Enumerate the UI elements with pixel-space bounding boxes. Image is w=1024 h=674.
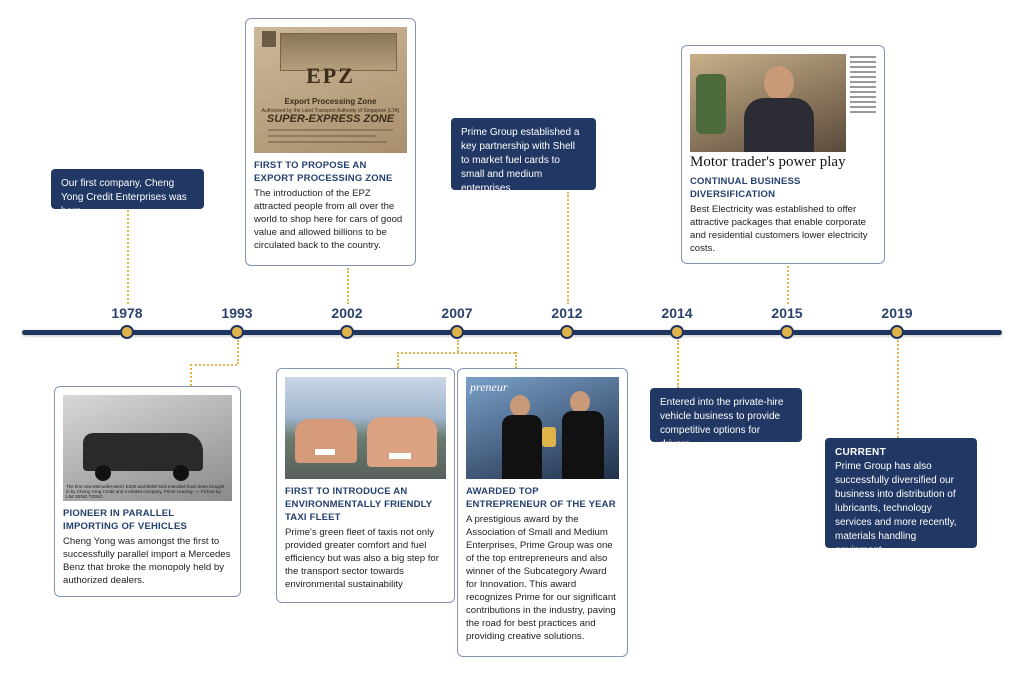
- wheel-shape: [173, 465, 189, 481]
- event-2007-award-card: preneur AWARDED TOP ENTREPRENEUR OF THE …: [457, 368, 628, 657]
- timeline-dot-2015[interactable]: [780, 325, 794, 339]
- connector-2014: [677, 340, 679, 388]
- suit-shape: [744, 98, 814, 152]
- portrait-thumb-image: [262, 31, 276, 47]
- timeline-dot-2002[interactable]: [340, 325, 354, 339]
- event-2002-card: EPZ Export Processing Zone Authorised by…: [245, 18, 416, 266]
- timeline-dot-2007[interactable]: [450, 325, 464, 339]
- year-label-1993: 1993: [221, 305, 253, 321]
- connector-2012: [567, 192, 569, 304]
- face-shape: [764, 66, 794, 100]
- clip-auth: Authorised by the Land Transport Authori…: [261, 108, 400, 114]
- award-ceremony-photo: preneur: [466, 377, 619, 479]
- connector-2007-h: [397, 352, 515, 354]
- businessman-photo: [690, 54, 846, 152]
- timeline-dot-1993[interactable]: [230, 325, 244, 339]
- suit-shape: [502, 415, 542, 479]
- taxi-shape: [367, 417, 437, 467]
- event-2014-text: Entered into the private-hire vehicle bu…: [660, 397, 784, 450]
- year-label-1978: 1978: [111, 305, 143, 321]
- plant-shape: [696, 74, 726, 134]
- connector-2007-right: [515, 352, 517, 368]
- article-column: [850, 54, 876, 152]
- event-1978-text: Our first company, Cheng Yong Credit Ent…: [61, 178, 187, 217]
- timeline-dot-2014[interactable]: [670, 325, 684, 339]
- timeline-axis: [22, 330, 1002, 335]
- photo-caption: The first new Mercedes-Benz E230 and BMW…: [66, 484, 225, 499]
- event-2019-text: Prime Group has also successfully divers…: [835, 461, 957, 556]
- event-1993-body: Cheng Yong was amongst the first to succ…: [63, 536, 231, 586]
- event-2007-taxi-body: Prime's green fleet of taxis not only pr…: [285, 527, 439, 590]
- clip-subtitle: Export Processing Zone: [284, 97, 377, 106]
- event-2014-box: Entered into the private-hire vehicle bu…: [650, 388, 802, 450]
- connector-2002: [347, 268, 349, 304]
- connector-1993-h: [190, 364, 237, 366]
- event-1993-heading: PIONEER IN PARALLEL IMPORTING OF VEHICLE…: [63, 508, 188, 532]
- timeline-dot-1978[interactable]: [120, 325, 134, 339]
- event-2012-box: Prime Group established a key partnershi…: [451, 118, 596, 194]
- year-label-2002: 2002: [331, 305, 363, 321]
- event-2015-heading: CONTINUAL BUSINESS DIVERSIFICATION: [690, 176, 801, 200]
- event-2007-taxi-heading: FIRST TO INTRODUCE AN ENVIRONMENTALLY FR…: [285, 486, 433, 523]
- license-plate: [315, 449, 335, 455]
- connector-2007: [457, 340, 459, 352]
- event-2019-heading: CURRENT: [835, 447, 886, 458]
- connector-1978: [127, 210, 129, 304]
- article-headline: Motor trader's power play: [690, 154, 846, 170]
- event-2012-text: Prime Group established a key partnershi…: [461, 127, 580, 194]
- event-2015-body: Best Electricity was established to offe…: [690, 204, 868, 254]
- wheel-shape: [95, 465, 111, 481]
- building-image: [280, 33, 397, 71]
- car-shape: [83, 433, 203, 471]
- event-2002-body: The introduction of the EPZ attracted pe…: [254, 188, 403, 251]
- connector-1993: [237, 340, 239, 364]
- face-shape: [510, 395, 530, 417]
- suit-shape: [562, 411, 604, 479]
- year-label-2014: 2014: [661, 305, 693, 321]
- epz-newspaper-image: EPZ Export Processing Zone Authorised by…: [254, 27, 407, 153]
- connector-2007-left: [397, 352, 399, 368]
- event-2007-taxi-card: FIRST TO INTRODUCE AN ENVIRONMENTALLY FR…: [276, 368, 455, 603]
- year-label-2007: 2007: [441, 305, 473, 321]
- event-2002-heading: FIRST TO PROPOSE AN EXPORT PROCESSING ZO…: [254, 160, 393, 184]
- taxi-shape: [295, 419, 357, 463]
- connector-2019: [897, 340, 899, 438]
- event-2019-box: CURRENT Prime Group has also successfull…: [825, 438, 977, 556]
- year-label-2019: 2019: [881, 305, 913, 321]
- connector-2015: [787, 266, 789, 304]
- event-1993-card: The first new Mercedes-Benz E230 and BMW…: [54, 386, 241, 597]
- banner-text: preneur: [470, 380, 508, 394]
- event-1978-box: Our first company, Cheng Yong Credit Ent…: [51, 169, 204, 217]
- clip-line: [268, 135, 377, 137]
- clip-line: [268, 141, 387, 143]
- event-2007-award-body: A prestigious award by the Association o…: [466, 514, 616, 642]
- year-label-2012: 2012: [551, 305, 583, 321]
- connector-1993-down: [190, 364, 192, 386]
- taxi-fleet-photo: [285, 377, 446, 479]
- clip-zone: SUPER-EXPRESS ZONE: [266, 113, 395, 125]
- timeline-dot-2012[interactable]: [560, 325, 574, 339]
- clip-line: [268, 129, 393, 131]
- license-plate: [389, 453, 411, 459]
- year-label-2015: 2015: [771, 305, 803, 321]
- event-2015-card: Motor trader's power play CONTINUAL BUSI…: [681, 45, 885, 264]
- event-2007-award-heading: AWARDED TOP ENTREPRENEUR OF THE YEAR: [466, 486, 616, 510]
- clip-epz-title: EPZ: [306, 63, 355, 88]
- timeline-dot-2019[interactable]: [890, 325, 904, 339]
- mercedes-photo: The first new Mercedes-Benz E230 and BMW…: [63, 395, 232, 501]
- trophy-shape: [542, 427, 556, 447]
- face-shape: [570, 391, 590, 413]
